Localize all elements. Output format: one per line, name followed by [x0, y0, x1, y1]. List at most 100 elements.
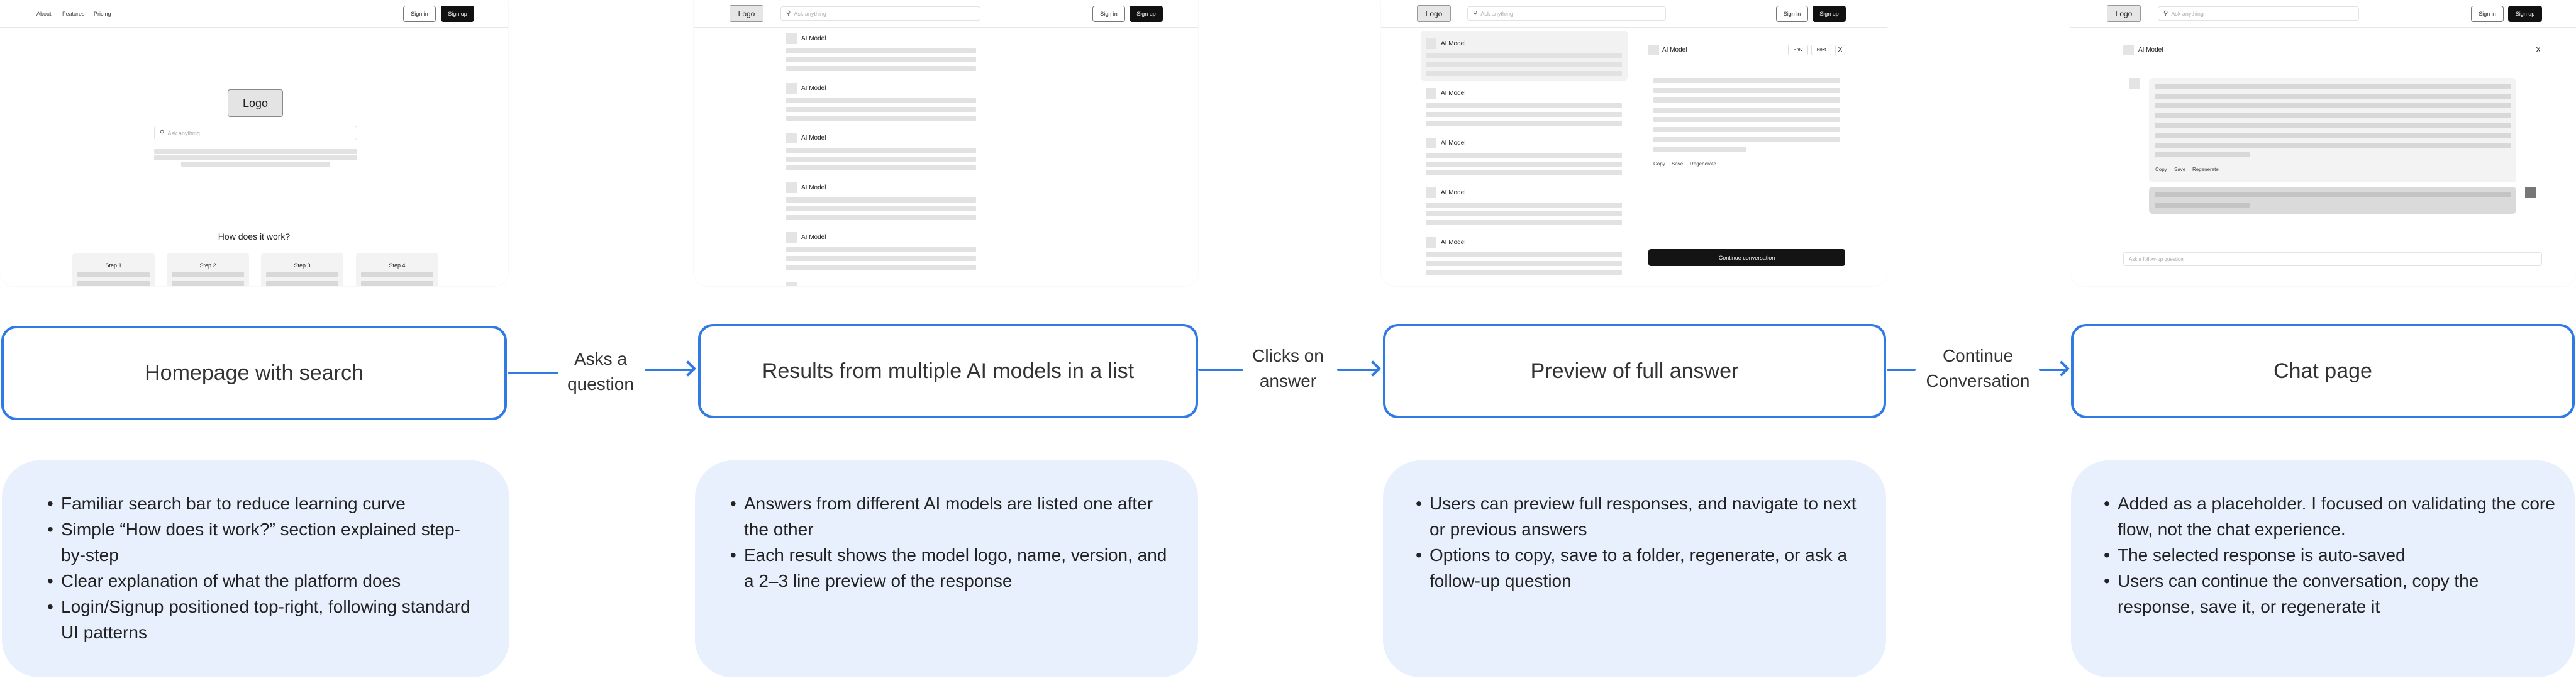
- search-input[interactable]: ⚲Ask anything: [2158, 6, 2359, 21]
- connector-line: [508, 372, 558, 374]
- text-placeholder: [786, 206, 976, 211]
- result-item[interactable]: AI Model: [1426, 138, 1622, 178]
- wireframe-homepage: About Features Pricing Sign in Sign up L…: [0, 0, 508, 286]
- search-input[interactable]: ⚲Ask anything: [1467, 6, 1666, 21]
- model-logo-icon: [1426, 38, 1436, 49]
- result-item[interactable]: AI Model: [1426, 38, 1622, 79]
- wireframe-results: Logo ⚲Ask anything Sign in Sign up AI Mo…: [694, 0, 1198, 286]
- sign-up-button[interactable]: Sign up: [1813, 6, 1846, 22]
- search-placeholder: Ask anything: [1480, 10, 1513, 17]
- step-label: Step 4: [389, 262, 406, 269]
- close-icon[interactable]: X: [1835, 45, 1845, 55]
- result-item[interactable]: AI Model: [1426, 187, 1622, 228]
- regenerate-action[interactable]: Regenerate: [2192, 167, 2219, 172]
- search-placeholder: Ask anything: [794, 10, 826, 17]
- note-item: The selected response is auto-saved: [2104, 542, 2556, 568]
- note-item: Users can preview full responses, and na…: [1416, 491, 1867, 542]
- text-placeholder: [2155, 103, 2511, 109]
- sign-in-button[interactable]: Sign in: [1776, 6, 1808, 22]
- text-placeholder: [786, 66, 976, 71]
- result-item[interactable]: AI Model: [786, 232, 976, 272]
- search-input[interactable]: ⚲Ask anything: [780, 6, 980, 21]
- copy-action[interactable]: Copy: [2155, 167, 2167, 172]
- text-placeholder: [1426, 220, 1622, 225]
- sign-in-button[interactable]: Sign in: [2471, 6, 2504, 22]
- text-placeholder: [172, 281, 244, 286]
- text-placeholder: [786, 107, 976, 112]
- nav-features[interactable]: Features: [62, 11, 85, 17]
- save-action[interactable]: Save: [2174, 167, 2186, 172]
- step-card: Step 4: [356, 253, 438, 286]
- model-name: AI Model: [1662, 47, 1687, 53]
- followup-input[interactable]: Ask a follow-up question: [2123, 252, 2542, 266]
- prev-button[interactable]: Prev: [1788, 45, 1808, 55]
- text-placeholder: [1426, 211, 1622, 216]
- text-placeholder: [786, 215, 976, 220]
- note-item: Clear explanation of what the platform d…: [47, 568, 484, 594]
- model-name: AI Model: [1441, 90, 1466, 97]
- search-placeholder: Ask anything: [2171, 10, 2204, 17]
- text-placeholder: [2155, 192, 2511, 197]
- logo: Logo: [2107, 5, 2141, 22]
- result-item[interactable]: AI Model: [786, 33, 976, 74]
- result-item[interactable]: AI Model: [786, 182, 976, 223]
- transition-label: Clicks on answer: [1252, 346, 1324, 391]
- model-name: AI Model: [1441, 40, 1466, 47]
- step-card: Step 3: [261, 253, 343, 286]
- result-item[interactable]: AI Model: [1426, 237, 1622, 277]
- search-icon: ⚲: [160, 130, 165, 136]
- result-item[interactable]: AI Model: [786, 133, 976, 173]
- sign-up-button[interactable]: Sign up: [1130, 6, 1163, 22]
- result-item[interactable]: AI Model: [1426, 88, 1622, 128]
- text-placeholder: [154, 149, 357, 154]
- sign-up-button[interactable]: Sign up: [2508, 6, 2542, 22]
- note-item: Simple “How does it work?” section expla…: [47, 516, 484, 568]
- notes-list: Familiar search bar to reduce learning c…: [47, 491, 484, 645]
- text-placeholder: [1426, 203, 1622, 208]
- arrow-right-icon: [2039, 369, 2068, 371]
- model-name: AI Model: [801, 234, 826, 241]
- sign-in-button[interactable]: Sign in: [403, 6, 436, 22]
- text-placeholder: [2155, 133, 2511, 138]
- text-placeholder: [1653, 107, 1840, 113]
- text-placeholder: [266, 281, 338, 286]
- text-placeholder: [2155, 123, 2511, 128]
- header: [1381, 0, 1887, 28]
- model-logo-icon: [2123, 45, 2134, 55]
- notes-preview: Users can preview full responses, and na…: [1383, 460, 1886, 677]
- result-item[interactable]: AI Model: [786, 83, 976, 123]
- text-placeholder: [2155, 203, 2250, 208]
- user-avatar: [2525, 187, 2536, 198]
- continue-conversation-button[interactable]: Continue conversation: [1648, 249, 1845, 266]
- model-name: AI Model: [1441, 189, 1466, 196]
- text-placeholder: [786, 157, 976, 162]
- regenerate-action[interactable]: Regenerate: [1690, 161, 1716, 167]
- sign-in-button[interactable]: Sign in: [1092, 6, 1125, 22]
- next-button[interactable]: Next: [1811, 45, 1831, 55]
- flow-step-homepage: Homepage with search: [1, 326, 507, 420]
- nav-about[interactable]: About: [36, 11, 52, 17]
- close-icon[interactable]: X: [2536, 45, 2541, 54]
- bot-avatar: [2129, 78, 2140, 89]
- text-placeholder: [2155, 84, 2511, 89]
- save-action[interactable]: Save: [1672, 161, 1684, 167]
- wireframe-chat: Logo ⚲Ask anything Sign in Sign up AI Mo…: [2070, 0, 2576, 286]
- text-placeholder: [1426, 112, 1622, 117]
- text-placeholder: [2155, 93, 2511, 99]
- text-placeholder: [1426, 153, 1622, 158]
- step-label: Step 3: [294, 262, 311, 269]
- step-label: Step 1: [105, 262, 122, 269]
- text-placeholder: [1426, 162, 1622, 167]
- transition-label: Continue Conversation: [1926, 346, 2030, 391]
- flow-step-chat: Chat page: [2071, 324, 2575, 418]
- sign-up-button[interactable]: Sign up: [441, 6, 474, 22]
- copy-action[interactable]: Copy: [1653, 161, 1665, 167]
- text-placeholder: [786, 57, 976, 62]
- text-placeholder: [1653, 97, 1840, 103]
- text-placeholder: [1426, 103, 1622, 108]
- step-label: Step 2: [199, 262, 216, 269]
- nav-pricing[interactable]: Pricing: [94, 11, 111, 17]
- model-logo-icon: [786, 282, 797, 286]
- search-input[interactable]: ⚲Ask anything: [154, 126, 357, 140]
- text-placeholder: [786, 48, 976, 53]
